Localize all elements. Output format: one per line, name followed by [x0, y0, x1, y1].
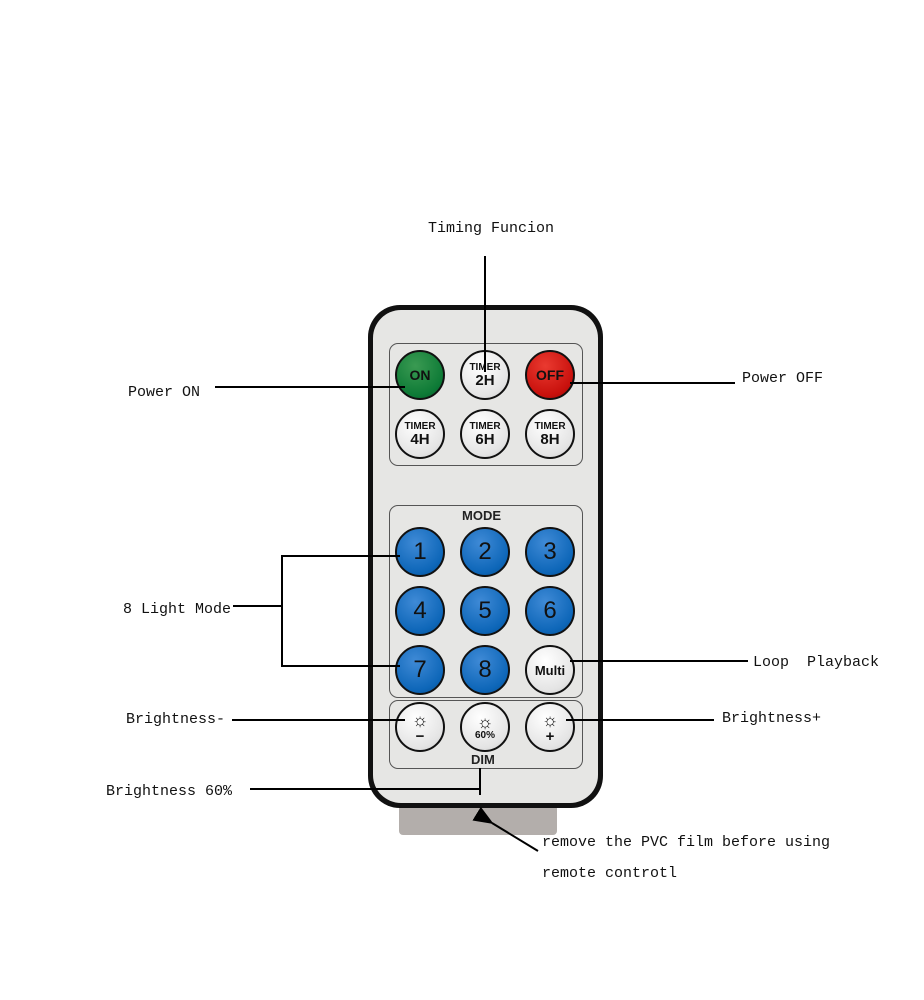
mode-title: MODE: [462, 508, 501, 523]
brightness-minus-button[interactable]: ☼−: [395, 702, 445, 752]
on-button[interactable]: ON: [395, 350, 445, 400]
brightness-plus-button[interactable]: ☼+: [525, 702, 575, 752]
brightness-60-label: Brightness 60%: [106, 783, 233, 800]
brightness-plus-label: Brightness+: [722, 710, 822, 727]
brightness-60-button[interactable]: ☼60%: [460, 702, 510, 752]
film-note-line2: remote controtl: [542, 865, 678, 882]
mode-3-button[interactable]: 3: [525, 527, 575, 577]
sun-icon: ☼: [476, 712, 494, 732]
timer-label: TIMER: [469, 420, 501, 432]
sun-icon: ☼: [411, 709, 429, 730]
mode-2-button[interactable]: 2: [460, 527, 510, 577]
minus-label: −: [415, 727, 425, 745]
film-note-line1: remove the PVC film before using: [542, 834, 831, 851]
loop-playback-label: Loop Playback: [753, 654, 880, 671]
sun-icon: ☼: [541, 709, 559, 730]
mode-1-button[interactable]: 1: [395, 527, 445, 577]
timing-label: Timing Funcion: [428, 220, 555, 237]
percent-label: 60%: [474, 730, 495, 741]
off-button[interactable]: OFF: [525, 350, 575, 400]
mode-6-button[interactable]: 6: [525, 586, 575, 636]
dim-title: DIM: [471, 752, 495, 767]
timer-value: 6H: [475, 430, 495, 448]
brightness-minus-label: Brightness-: [126, 711, 226, 728]
mode-bracket: [281, 555, 400, 667]
light-mode-label: 8 Light Mode: [123, 601, 232, 618]
timer-label: TIMER: [404, 420, 436, 432]
multi-button[interactable]: Multi: [525, 645, 575, 695]
power-off-label: Power OFF: [742, 370, 824, 387]
mode-panel: [389, 505, 583, 698]
film-arrow: [472, 806, 539, 852]
dim-panel: [389, 700, 583, 769]
mode-7-button[interactable]: 7: [395, 645, 445, 695]
timer-label: TIMER: [534, 420, 566, 432]
power-on-label: Power ON: [128, 384, 201, 401]
plus-label: +: [545, 727, 555, 745]
mode-8-button[interactable]: 8: [460, 645, 510, 695]
mode-5-button[interactable]: 5: [460, 586, 510, 636]
timer-value: 2H: [475, 371, 495, 389]
timer-value: 8H: [540, 430, 560, 448]
mode-4-button[interactable]: 4: [395, 586, 445, 636]
timer-value: 4H: [410, 430, 430, 448]
